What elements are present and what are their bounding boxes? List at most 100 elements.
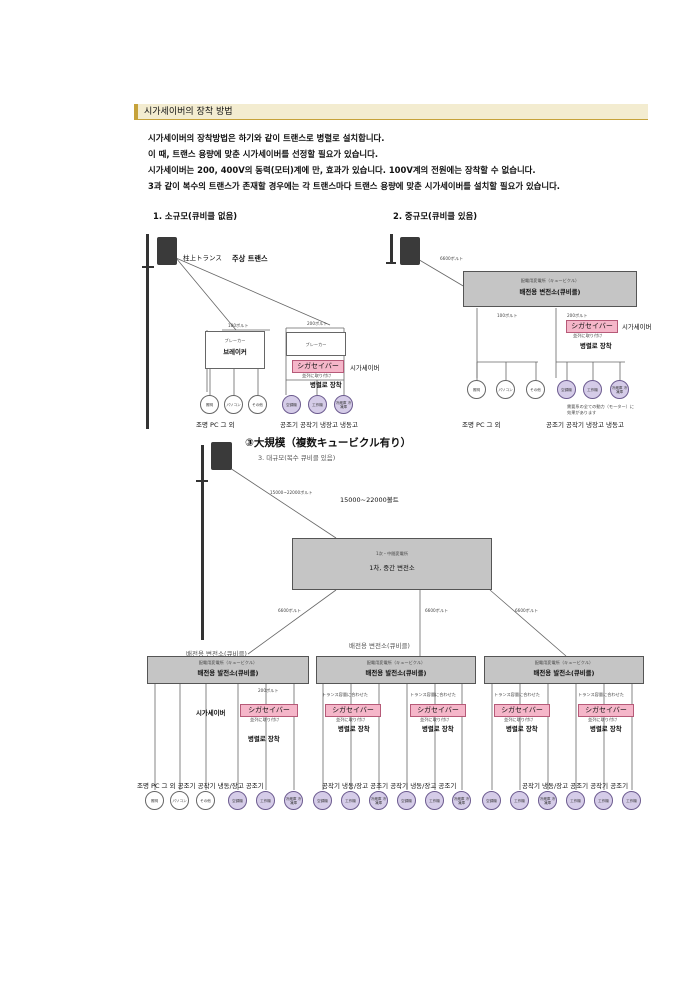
load-circle: その他 [196,791,215,810]
saver-note-1: 並列に取り付け [302,373,332,378]
load-circle: その他 [248,395,267,414]
note-jp: 需要系の全ての動力（モーター）に効果があります [567,404,635,415]
bottom-labels-3a: 조명 PC 그 외 공조기 공작기 냉동/장고 공조기 [137,782,264,790]
intro-line-4: 3과 같이 복수의 트랜스가 존재할 경우에는 각 트랜스마다 트랜스 용량에 … [148,181,560,191]
trans-note: トランス容量に合わせた [578,692,624,697]
motor-load-circle: 工作機 [622,791,641,810]
motor-load-circle: 工作機 [594,791,613,810]
motor-load-circle: 工作機 [510,791,529,810]
voltage-100-label: 100ボルト [228,323,249,328]
breaker-box-2: ブレーカー [286,332,346,356]
trans-jp-label: 柱上トランス [183,254,222,262]
load-circle: パソコン [496,380,515,399]
substation-box-1: 配電用変電所（キュービクル） 배전용 발전소(큐비클) [147,656,309,684]
load-circle: 照明 [200,395,219,414]
saver-note-2: 並列に取り付け [573,333,603,338]
bottom-labels-3b: 공작기 냉동/장고 공조기 공작기 냉동/장고 공조기 [322,782,457,790]
transformer-icon [400,237,420,265]
intro-line-1: 시가세이버의 장착방법은 하기와 같이 트랜스로 병렬로 설치합니다. [148,133,385,143]
saver-box-3d: シガセイバー [494,704,550,717]
diagram1-heading: 1. 소규모(큐비클 없음) [153,211,238,221]
motor-load-circle: 冷蔵庫 冷凍庫 [284,791,303,810]
bottom-labels-right-1: 공조기 공작기 냉장고 냉동고 [280,421,358,429]
saver-kr-2: 시가세이버 [622,323,652,331]
saver-box-1: シガセイバー [292,360,344,373]
bottom-labels-3c: 공작기 냉동/장고 공조기 공작기 공조기 [522,782,629,790]
voltage-200-label: 200ボルト [307,321,328,326]
sub-kr: 배전용 변전소(큐비클) [519,288,581,296]
motor-load-circle: 冷蔵庫 冷凍庫 [610,380,629,399]
sub-kr-top-1: 배전용 변전소(큐비클) [186,650,247,658]
saver-kr-3: 시가세이버 [196,709,226,717]
voltage-100-label: 100ボルト [497,313,518,318]
motor-load-circle: 工作機 [583,380,602,399]
trans-note: トランス容量に合わせた [410,692,456,697]
motor-load-circle: 工作機 [425,791,444,810]
breaker-jp: ブレーカー [224,338,246,343]
saver-box-2: シガセイバー [566,320,618,333]
parallel-kr: 병렬로 장착 [422,725,454,733]
motor-load-circle: 空調機 [282,395,301,414]
load-circle: その他 [526,380,545,399]
voltage-6600-label: 6600ボルト [440,256,464,261]
trans-kr-label: 주상 트랜스 [232,254,268,263]
motor-load-circle: 工作機 [308,395,327,414]
saver-box-3a: シガセイバー [240,704,298,717]
bottom-labels-left-2: 조명 PC 그 외 [462,421,501,429]
load-circle: 照明 [145,791,164,810]
saver-box-3e: シガセイバー [578,704,634,717]
diagram3-heading-kr: 3. 대규모(복수 큐비클 있음) [258,454,336,462]
motor-load-circle: 空調機 [228,791,247,810]
parallel-kr: 병렬로 장착 [338,725,370,733]
parallel-kr-1: 병렬로 장착 [310,381,342,389]
breaker2-jp: ブレーカー [305,342,327,347]
saver-note: 並列に取り付け [420,717,450,722]
motor-load-circle: 冷蔵庫 冷凍庫 [452,791,471,810]
voltage-high-jp: 15000~22000ボルト [270,490,313,495]
motor-load-circle: 空調機 [557,380,576,399]
section-title: 시가세이버의 장착 방법 [134,104,648,120]
transformer-icon [157,237,177,265]
motor-load-circle: 冷蔵庫 冷凍庫 [538,791,557,810]
saver-note: 並列に取り付け [336,717,366,722]
motor-load-circle: 工作機 [256,791,275,810]
substation-box-2: 配電用変電所（キュービクル） 배전용 발전소(큐비클) [316,656,476,684]
motor-load-circle: 冷蔵庫 冷凍庫 [334,395,353,414]
main-sub-jp: 1次・中間変電所 [376,551,408,556]
voltage-6600-a: 6600ボルト [278,608,302,613]
parallel-kr: 병렬로 장착 [506,725,538,733]
saver-note: 並列に取り付け [250,717,280,722]
parallel-kr-2: 병렬로 장착 [580,342,612,350]
saver-note: 並列に取り付け [504,717,534,722]
main-substation-box: 1次・中間変電所 1차, 중간 변전소 [292,538,492,590]
saver-kr-1: 시가세이버 [350,364,380,372]
transformer-icon [211,442,232,470]
motor-load-circle: 空調機 [482,791,501,810]
motor-load-circle: 工作機 [566,791,585,810]
motor-load-circle: 工作機 [341,791,360,810]
sub-kr-top-2: 배전용 변전소(큐비클) [349,642,410,650]
saver-box-3b: シガセイバー [325,704,381,717]
load-circle: 照明 [467,380,486,399]
diagram2-heading: 2. 중규모(큐비클 있음) [393,211,478,221]
intro-line-3: 시가세이버는 200, 400V의 동력(모터)계에 만, 효과가 있습니다. … [148,165,536,175]
substation-box-3: 配電用変電所（キュービクル） 배전용 발전소(큐비클) [484,656,644,684]
saver-box-3c: シガセイバー [410,704,466,717]
sub-jp: 配電用変電所（キュービクル） [520,278,580,283]
load-circle: パソコン [170,791,189,810]
intro-line-2: 이 때, 트랜스 용량에 맞춘 시가세이버를 선정할 필요가 있습니다. [148,149,379,159]
bottom-labels-left-1: 조명 PC 그 외 [196,421,235,429]
motor-load-circle: 空調機 [313,791,332,810]
trans-note: トランス容量に合わせた [494,692,540,697]
main-sub-kr: 1차, 중간 변전소 [369,564,415,572]
breaker-kr: 브레이커 [223,348,247,356]
load-circle: パソコン [224,395,243,414]
voltage-200-label: 200ボルト [567,313,588,318]
motor-load-circle: 空調機 [397,791,416,810]
voltage-6600-c: 6600ボルト [515,608,539,613]
voltage-6600-b: 6600ボルト [425,608,449,613]
substation-box: 配電用変電所（キュービクル） 배전용 변전소(큐비클) [463,271,637,307]
diagram3-heading-jp: ③大規模（複数キュービクル有り） [245,437,412,449]
breaker-box: ブレーカー 브레이커 [205,331,265,369]
